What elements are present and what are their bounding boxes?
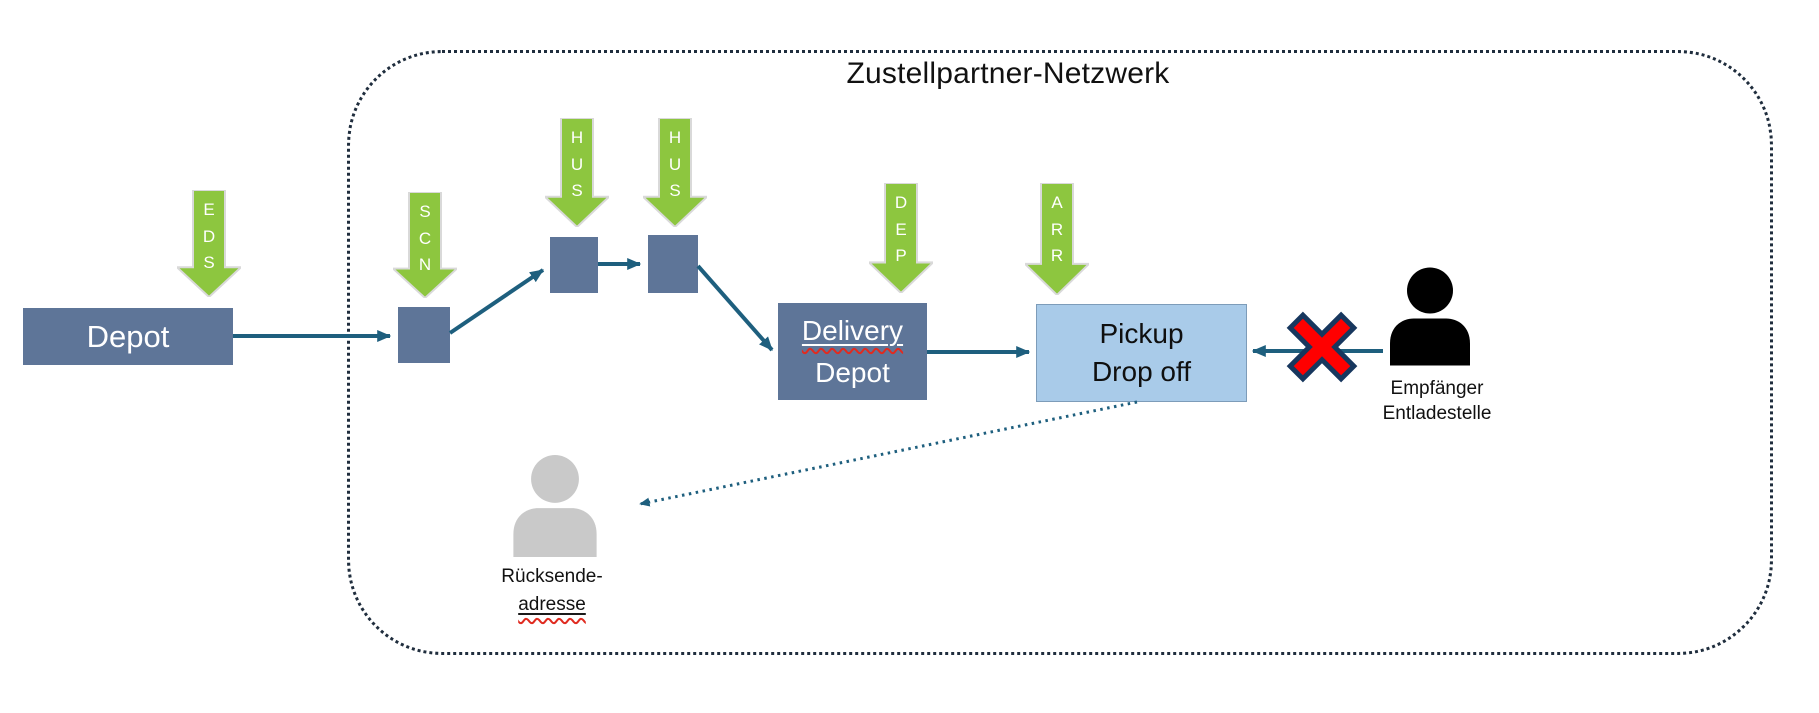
recipient-label-line2: Entladestelle (1382, 402, 1492, 424)
node-delivery-depot: Delivery Depot (778, 303, 927, 400)
pickup-line1: Pickup (1099, 318, 1184, 349)
event-arrow-scn: SCN (393, 192, 457, 298)
node-depot-label: Depot (86, 318, 170, 354)
event-arrow-eds: EDS (177, 190, 241, 297)
event-arrow-hus1-label: HUS (570, 128, 584, 200)
return-address-person-icon (513, 455, 597, 557)
pickup-line2: Drop off (1091, 356, 1192, 387)
down-arrow-icon (643, 118, 707, 227)
recipient-person-icon (1390, 267, 1470, 366)
recipient-label: Empfänger Entladestelle (1332, 377, 1542, 426)
return-address-label-line2-text: adresse (518, 593, 586, 615)
event-arrow-dep-label: DEP (894, 193, 908, 265)
return-address-label-line1: Rücksende- (501, 566, 603, 587)
event-arrow-dep: DEP (869, 183, 933, 293)
diagram-title: Zustellpartner-Netzwerk (846, 57, 1170, 90)
node-hub-scn (398, 307, 450, 363)
delivery-line1-underline: Delivery (802, 310, 903, 352)
return-address-underline: adresse (518, 594, 586, 615)
event-arrow-hus1: HUS (545, 118, 609, 227)
event-arrow-arr-label: ARR (1050, 193, 1064, 265)
node-hub-hus2 (648, 235, 698, 293)
down-arrow-icon (545, 118, 609, 227)
down-arrow-icon (177, 190, 241, 297)
return-address-label-line2: adresse (452, 591, 652, 619)
event-arrow-hus2: HUS (643, 118, 707, 227)
event-arrow-scn-label: SCN (418, 202, 432, 274)
delivery-line2: Depot (815, 356, 890, 388)
return-address-label: Rücksende- adresse (452, 563, 652, 618)
down-arrow-icon (869, 183, 933, 293)
event-arrow-hus2-label: HUS (668, 128, 682, 200)
network-boundary (347, 50, 1773, 655)
event-arrow-arr: ARR (1025, 183, 1089, 295)
down-arrow-icon (1025, 183, 1089, 295)
delivery-line1: Delivery (801, 314, 904, 346)
recipient-label-line1: Empfänger (1390, 378, 1484, 399)
node-hub-hus1 (550, 237, 598, 293)
event-arrow-eds-label: EDS (202, 200, 216, 272)
node-depot: Depot (23, 308, 233, 365)
down-arrow-icon (393, 192, 457, 298)
node-pickup-dropoff: Pickup Drop off (1036, 304, 1247, 402)
blocked-x-icon (1286, 311, 1358, 383)
